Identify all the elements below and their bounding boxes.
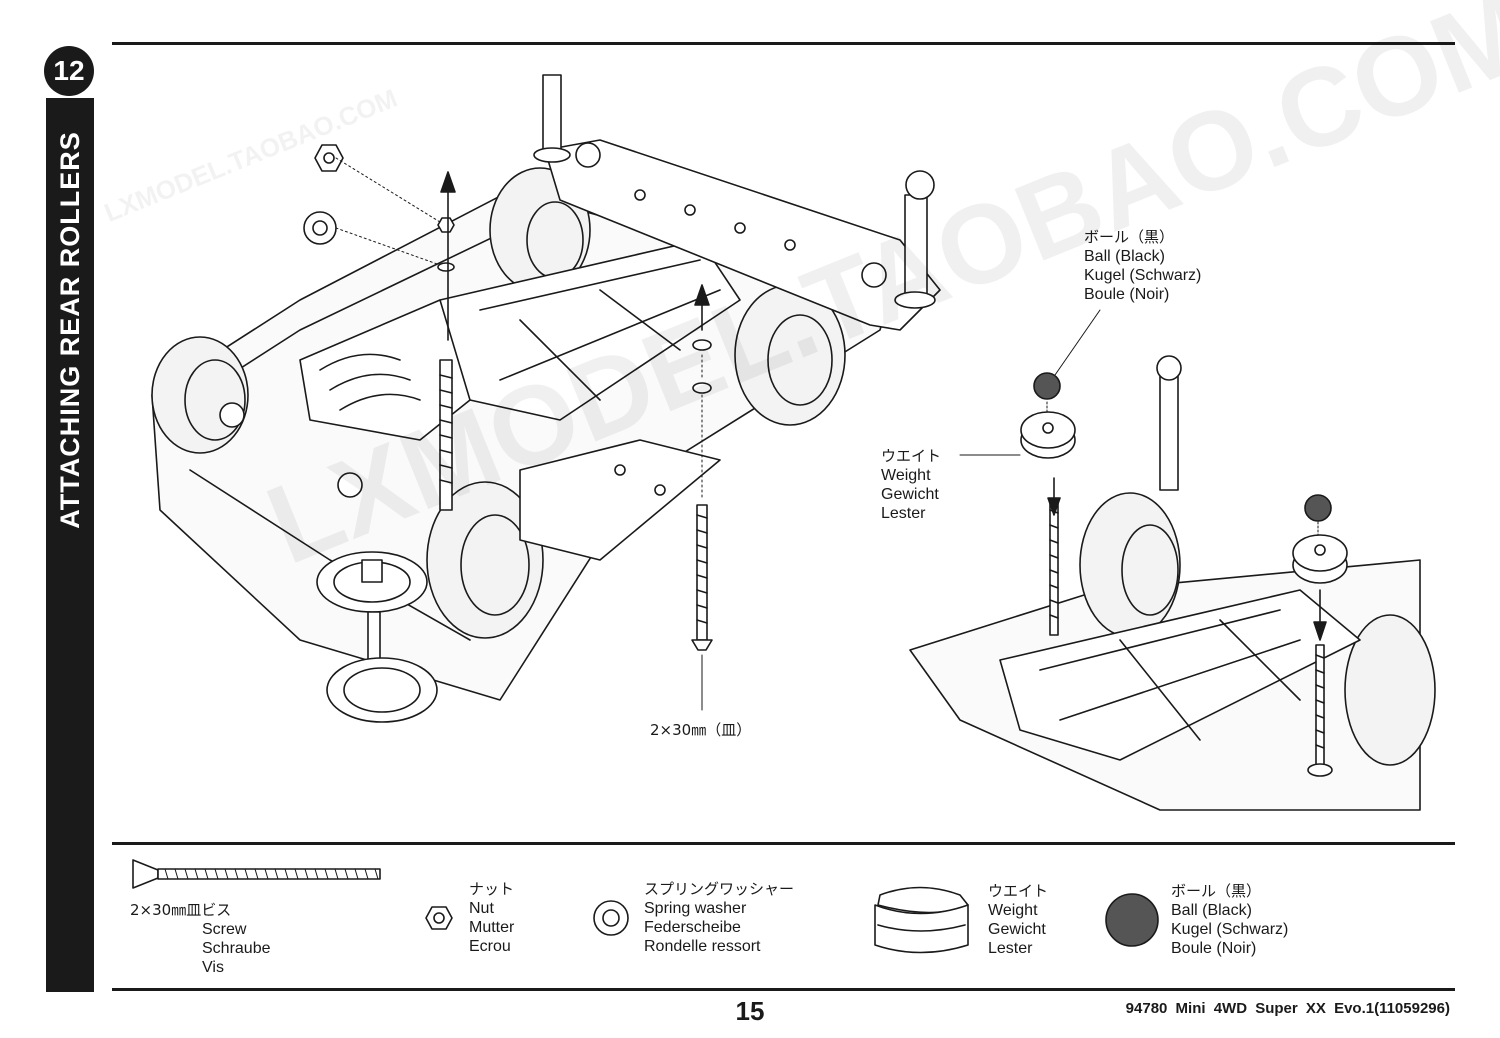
legend-screw: 2×30㎜皿ビス Screw Schraube Vis (130, 901, 271, 977)
washer-exploded (303, 211, 337, 245)
ball-black-icon (1304, 494, 1332, 522)
callout-weight-fr: Lester (881, 505, 926, 522)
legend-screw-en: Screw (202, 921, 247, 938)
legend-ball-fr: Boule (Noir) (1171, 940, 1257, 957)
callout-weight-en: Weight (881, 467, 931, 484)
legend-spring-washer-de: Federscheibe (644, 919, 741, 936)
legend-screw-jp: 2×30㎜皿ビス (130, 901, 232, 919)
legend-nut-de: Mutter (469, 919, 515, 936)
legend-screw-de: Schraube (202, 940, 271, 957)
top-rule (112, 42, 1455, 45)
step-number: 12 (53, 55, 85, 86)
legend-ball-de: Kugel (Schwarz) (1171, 921, 1289, 938)
callout-screw-size: 2×30㎜（皿） (650, 721, 752, 739)
nut-exploded (314, 144, 344, 172)
bottom-rule (112, 988, 1455, 991)
legend-nut-jp: ナット (469, 880, 515, 898)
callout-ball-en: Ball (Black) (1084, 248, 1165, 265)
legend-nut: ナット Nut Mutter Ecrou (469, 880, 514, 956)
side-title-bar (46, 98, 94, 992)
page-number: 15 (735, 996, 765, 1026)
step-number-badge: 12 (44, 46, 94, 96)
callout-weight-de: Gewicht (881, 486, 939, 503)
main-chassis-drawing (151, 74, 941, 723)
callout-ball-jp: ボール（黒） (1084, 228, 1175, 246)
legend-weight: ウエイト Weight Gewicht Lester (988, 882, 1048, 958)
nut-icon (425, 906, 453, 930)
legend-ball: ボール（黒） Ball (Black) Kugel (Schwarz) Boul… (1171, 882, 1288, 958)
legend-icons (132, 859, 1159, 954)
legend-weight-de: Gewicht (988, 921, 1046, 938)
callout-ball-de: Kugel (Schwarz) (1084, 267, 1202, 284)
weight-icon (874, 886, 969, 954)
callout-ball: ボール（黒） Ball (Black) Kugel (Schwarz) Boul… (1084, 228, 1201, 304)
callout-weight: ウエイト Weight Gewicht Lester (881, 447, 941, 523)
spring-washer-icon (593, 900, 629, 936)
legend-spring-washer: スプリングワッシャー Spring washer Federscheibe Ro… (644, 880, 794, 956)
ball-icon (1105, 893, 1159, 947)
legend-spring-washer-en: Spring washer (644, 900, 747, 917)
callout-weight-jp: ウエイト (881, 447, 942, 465)
inset-chassis-drawing (909, 309, 1436, 811)
legend-spring-washer-fr: Rondelle ressort (644, 938, 761, 955)
legend-screw-fr: Vis (202, 959, 224, 976)
legend-ball-en: Ball (Black) (1171, 902, 1252, 919)
legend-weight-en: Weight (988, 902, 1038, 919)
legend-top-rule (112, 842, 1455, 845)
legend-nut-en: Nut (469, 900, 494, 917)
legend-weight-jp: ウエイト (988, 882, 1049, 900)
legend-spring-washer-jp: スプリングワッシャー (644, 880, 795, 898)
callout-ball-fr: Boule (Noir) (1084, 286, 1170, 303)
legend-ball-jp: ボール（黒） (1171, 882, 1262, 900)
footer-model: 94780 Mini 4WD Super XX Evo.1(11059296) (1125, 1000, 1450, 1017)
ball-black-icon (1033, 372, 1061, 400)
screw-icon (132, 859, 159, 889)
legend-nut-fr: Ecrou (469, 938, 511, 955)
legend-weight-fr: Lester (988, 940, 1033, 957)
